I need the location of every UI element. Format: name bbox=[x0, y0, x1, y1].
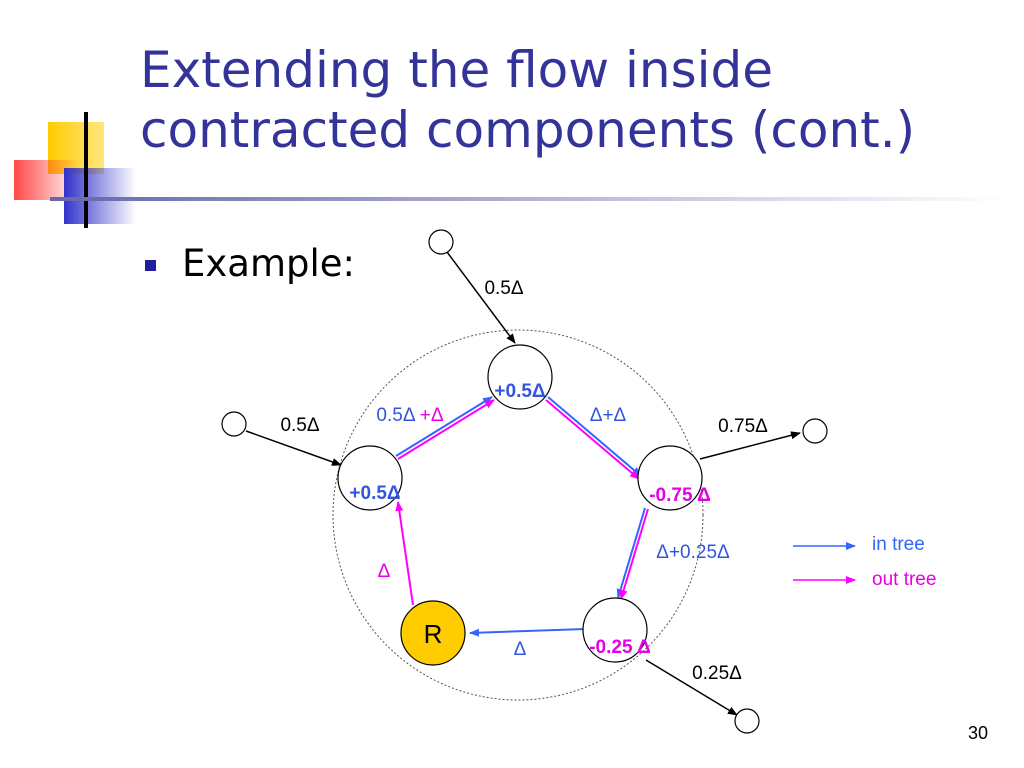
edge-right-bottomright-out bbox=[619, 508, 649, 600]
external-node-top bbox=[428, 229, 454, 255]
external-edge-out-right bbox=[699, 431, 801, 460]
node-left-value: +0.5Δ bbox=[349, 483, 400, 504]
edge-right-bottomright-in bbox=[616, 507, 646, 599]
external-edge-into-top bbox=[446, 251, 516, 344]
edge-root-left-out bbox=[395, 501, 414, 606]
slide-title: Extending the flow inside contracted com… bbox=[140, 40, 1010, 160]
edge-label-top-right: Δ+Δ bbox=[590, 405, 627, 426]
node-left bbox=[337, 445, 403, 511]
external-node-right bbox=[802, 418, 828, 444]
edge-top-right-out bbox=[545, 399, 640, 480]
external-edge-out-bottom-right bbox=[645, 659, 738, 716]
external-edge-into-left bbox=[245, 430, 342, 466]
external-node-bottom-right bbox=[734, 708, 760, 734]
legend-in-tree-label: in tree bbox=[872, 534, 925, 555]
edge-label-left-top: 0.5Δ +Δ bbox=[376, 405, 443, 426]
node-right bbox=[637, 445, 703, 511]
flow-label-into-left: 0.5Δ bbox=[280, 415, 319, 436]
node-bottom-right bbox=[582, 597, 648, 663]
edge-left-top-in bbox=[395, 396, 493, 457]
edge-label-root-left: Δ bbox=[378, 561, 391, 582]
node-bottom-right-value: -0.25 Δ bbox=[589, 637, 651, 658]
node-top-value: +0.5Δ bbox=[494, 381, 545, 402]
edge-label-left-top-text: 0.5Δ bbox=[376, 405, 415, 426]
edge-label-bottomright-root: Δ bbox=[514, 639, 527, 660]
square-bullet-icon bbox=[145, 260, 156, 271]
logo-vertical-bar bbox=[84, 112, 88, 228]
edge-label-right-bottomright: Δ+0.25Δ bbox=[656, 542, 730, 563]
node-right-value: -0.75 Δ bbox=[649, 485, 711, 506]
page-number: 30 bbox=[968, 723, 989, 743]
external-node-left bbox=[221, 411, 247, 437]
root-label: R bbox=[424, 619, 443, 649]
edge-left-top-out bbox=[397, 399, 495, 460]
logo-blue-square bbox=[64, 168, 136, 224]
edge-label-left-top-suffix: +Δ bbox=[420, 405, 444, 426]
node-top bbox=[487, 344, 553, 410]
title-underline bbox=[50, 197, 1010, 201]
node-root bbox=[400, 600, 466, 666]
edge-top-right-in bbox=[547, 396, 642, 477]
title-line-1: Extending the flow inside bbox=[140, 41, 774, 99]
flow-label-out-bottom-right: 0.25Δ bbox=[692, 663, 742, 684]
bullet-text: Example: bbox=[182, 242, 355, 285]
flow-label-out-right: 0.75Δ bbox=[718, 416, 768, 437]
component-boundary bbox=[332, 329, 704, 701]
flow-label-into-top: 0.5Δ bbox=[484, 278, 523, 299]
legend-out-tree-label: out tree bbox=[872, 569, 936, 590]
title-line-2: contracted components (cont.) bbox=[140, 101, 916, 159]
edge-bottomright-root-in bbox=[469, 628, 586, 637]
